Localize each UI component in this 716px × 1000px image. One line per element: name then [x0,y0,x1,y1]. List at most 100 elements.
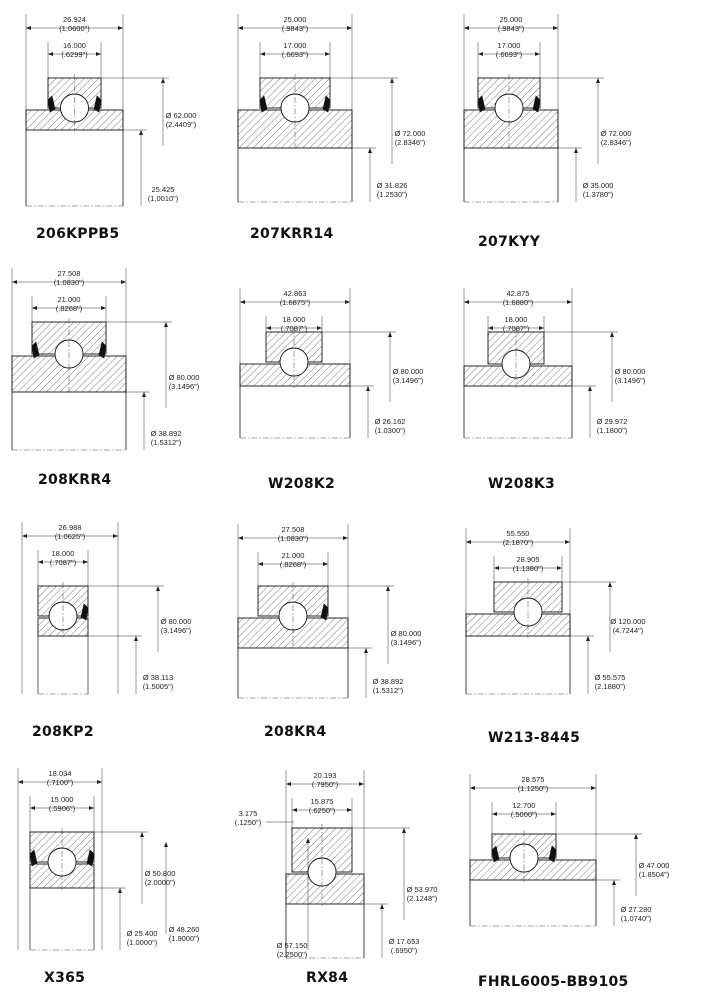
outer-diameter-inch: (3.1496") [391,638,422,647]
bore-diameter-inch: (1.1800") [597,426,628,435]
inner-width-inch: (.6693") [282,50,309,59]
arrowhead [22,534,27,538]
arrowhead [164,322,168,327]
part-number: 207KRR14 [250,226,334,242]
arrowhead [96,52,101,56]
bearing-drawing: 25.000(.9843")17.000(.6693")Ø 72.000(2.8… [463,14,632,250]
arrowhead [83,560,88,564]
outer-diameter-inch: (2.1248") [407,894,438,903]
arrowhead [539,326,544,330]
width-inch: (1.0830") [54,278,85,287]
bearing-panel: 27.508(1.0830")21.000(.8268")Ø 80.000(3.… [8,260,208,500]
extra-dimension-inch: (.1250") [235,818,262,827]
part-number: RX84 [306,970,348,986]
arrowhead [567,300,572,304]
arrowhead [612,880,616,885]
bearing-panel: 42.875(1.6880")18.000(.7087")Ø 80.000(3.… [458,280,658,510]
arrowhead [345,300,350,304]
inner-width-inch: (1.1380") [513,564,544,573]
bore-diameter-inch: (1.0000") [127,938,158,947]
inner-width-mm: 21.000 [58,295,81,304]
inner-width-inch: (.6299") [61,50,88,59]
seal-left [29,849,38,867]
bearing-drawing: 42.875(1.6880")18.000(.7087")Ø 80.000(3.… [463,288,646,492]
arrowhead [306,838,310,843]
inner-width-inch: (.8268") [280,560,307,569]
bore-diameter-mm: Ø 29.972 [597,417,628,426]
width-inch: (1.1250") [518,784,549,793]
arrowhead [323,562,328,566]
arrowhead [470,786,475,790]
bearing-drawing: 18.034(.7100")15.000(.5906")Ø 50.800(2.0… [17,768,200,986]
arrowhead [238,536,243,540]
width-mm: 42.863 [284,289,307,298]
bearing-panel: 42.863(1.6875")18.000(.7087")Ø 80.000(3.… [232,280,442,510]
part-number: 208KR4 [264,724,326,740]
width-inch: (1.6880") [503,298,534,307]
outer-diameter-mm: Ø 72.000 [395,129,426,138]
bore-diameter-mm: Ø 55.575 [595,673,626,682]
inner-width-inch: (.6693") [496,50,523,59]
part-number: W213-8445 [488,730,580,746]
arrowhead [492,812,497,816]
inner-width-mm: 17.000 [498,41,521,50]
width-inch: (.9843") [282,24,309,33]
arrowhead [139,130,143,135]
arrowhead [121,280,126,284]
bearing-drawing: 25.000(.9843")17.000(.6693")Ø 72.000(2.8… [237,14,426,242]
part-number: X365 [44,970,85,986]
arrowhead [366,386,370,391]
arrowhead [466,540,471,544]
part-number: 208KRR4 [38,472,111,488]
seal-right [532,95,541,113]
arrowhead [118,888,122,893]
bore-diameter-mm: Ø 27.280 [621,905,652,914]
width-mm: 55.550 [507,529,530,538]
arrowhead [388,332,392,337]
width-inch: (1.0600") [59,24,90,33]
bearing-panel: 28.575(1.1250")12.700(.5000")Ø 47.000(1.… [458,766,710,998]
width-mm: 26.924 [63,15,86,24]
bore-diameter-inch: (1.2530") [377,190,408,199]
arrowhead [347,808,352,812]
inner-width-mm: 18.000 [505,315,528,324]
inner-width-inch: (.7087") [50,558,77,567]
bore-diameter-mm: 25.425 [152,185,175,194]
inner-width-mm: 17.000 [284,41,307,50]
arrowhead [478,52,483,56]
bearing-drawing: 42.863(1.6875")18.000(.7087")Ø 80.000(3.… [239,288,424,492]
bearing-drawing: 27.508(1.0830")21.000(.8268")Ø 80.000(3.… [11,268,200,488]
arrowhead [240,300,245,304]
bearing-panel: 18.034(.7100")15.000(.5906")Ø 50.800(2.0… [8,760,208,996]
bore-diameter-inch: (1.5312") [151,438,182,447]
outer-diameter-mm: Ø 47.000 [639,861,670,870]
bearing-panel: 25.000(.9843")17.000(.6693")Ø 72.000(2.8… [458,6,658,250]
arrowhead [238,26,243,30]
width-inch: (.9843") [498,24,525,33]
inner-width-inch: (.6250") [309,806,336,815]
outer-diameter-inch: (2.0000") [145,878,176,887]
extra-dimension-mm: 3.175 [239,809,258,818]
arrowhead [557,566,562,570]
arrowhead [343,536,348,540]
inner-width-inch: (.8268") [56,304,83,313]
arrowhead [574,148,578,153]
arrowhead [634,834,638,839]
bore-diameter-inch: (.6950") [391,946,418,955]
width-inch: (.7950") [312,780,339,789]
inner-width-mm: 28.905 [517,555,540,564]
seal-left [259,95,268,113]
inner-width-mm: 18.000 [52,549,75,558]
bearing-panel: 26.988(1.0625")18.000(.7087")Ø 80.000(3.… [8,514,208,744]
arrowhead [380,904,384,909]
arrowhead [591,786,596,790]
seal-left [31,341,40,359]
arrowhead [260,52,265,56]
bore-diameter-inch: (1.0740") [621,914,652,923]
arrowhead [359,782,364,786]
width-inch: (2.1870") [503,538,534,547]
outer-diameter-inch: (2.8346") [601,138,632,147]
arrowhead [266,326,271,330]
arrowhead [390,78,394,83]
